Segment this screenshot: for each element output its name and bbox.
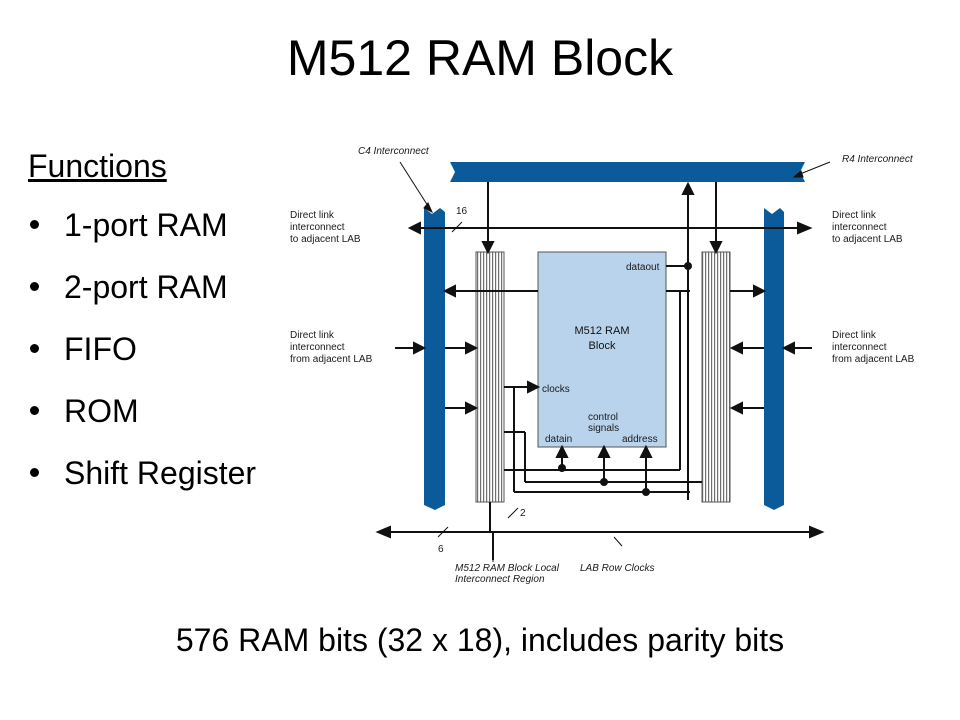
bullet-icon — [30, 406, 39, 415]
port-control-2: signals — [588, 423, 619, 434]
direct-to-left-line1: Direct link — [290, 210, 335, 221]
local-region-label-2: Interconnect Region — [455, 574, 545, 585]
capacity-caption: 576 RAM bits (32 x 18), includes parity … — [175, 622, 785, 658]
r4-interconnect-bus — [450, 162, 805, 182]
direct-to-right-line2: interconnect — [832, 222, 887, 233]
local-to-c4-left — [442, 284, 538, 415]
bullet-icon — [30, 282, 39, 291]
function-label: 2-port RAM — [64, 269, 228, 305]
local-interconnect-left — [475, 251, 505, 503]
function-item: ROM — [28, 391, 256, 431]
local-region-label-1: M512 RAM Block Local — [455, 563, 560, 574]
direct-from-right-line2: interconnect — [832, 342, 887, 353]
clock-wires — [504, 291, 702, 493]
function-label: Shift Register — [64, 455, 257, 491]
direct-to-left-line2: interconnect — [290, 222, 345, 233]
callout-leaders — [399, 161, 831, 562]
c4-interconnect-label: C4 Interconnect — [358, 146, 430, 157]
direct-to-right-line3: to adjacent LAB — [832, 234, 903, 245]
bus-width-6: 6 — [438, 544, 444, 555]
bullet-icon — [30, 220, 39, 229]
direct-from-left-line1: Direct link — [290, 330, 335, 341]
port-control-1: control — [588, 412, 618, 423]
bus-width-16: 16 — [456, 206, 468, 217]
direct-from-right-line3: from adjacent LAB — [832, 354, 915, 365]
local-to-c4-right — [729, 284, 767, 415]
port-datain: datain — [545, 434, 572, 445]
lab-row-clocks-label: LAB Row Clocks — [580, 563, 654, 574]
m512-ram-block — [537, 251, 667, 448]
c4-right-column — [764, 208, 784, 510]
from-adjacent-lab-arrows — [395, 341, 812, 355]
function-label: FIFO — [64, 331, 137, 367]
functions-heading: Functions — [28, 148, 167, 184]
direct-from-right-line1: Direct link — [832, 330, 877, 341]
direct-to-right-line1: Direct link — [832, 210, 877, 221]
direct-from-left-line2: interconnect — [290, 342, 345, 353]
c4-left-column — [424, 208, 445, 510]
local-interconnect-right — [701, 251, 731, 503]
block-label-line1: M512 RAM — [574, 325, 629, 337]
port-dataout: dataout — [626, 262, 660, 273]
direct-link-out-row — [407, 221, 813, 235]
dataout-wires — [666, 262, 692, 292]
r4-interconnect-label: R4 Interconnect — [842, 154, 914, 165]
r4-feed-arrows — [481, 181, 723, 500]
function-item: 1-port RAM — [28, 205, 256, 245]
function-label: ROM — [64, 393, 139, 429]
function-label: 1-port RAM — [64, 207, 228, 243]
port-clocks: clocks — [542, 384, 570, 395]
direct-to-left-line3: to adjacent LAB — [290, 234, 361, 245]
block-input-wires — [555, 444, 653, 496]
functions-list: 1-port RAM 2-port RAM FIFO ROM Shift Reg… — [28, 205, 256, 515]
block-label-line2: Block — [589, 340, 616, 352]
bullet-icon — [30, 344, 39, 353]
slide-title: M512 RAM Block — [286, 30, 674, 86]
port-address: address — [622, 434, 658, 445]
function-item: Shift Register — [28, 453, 256, 493]
bus-width-2: 2 — [520, 508, 526, 519]
function-item: FIFO — [28, 329, 256, 369]
function-item: 2-port RAM — [28, 267, 256, 307]
bus-width-slashes — [437, 221, 519, 538]
m512-diagram: M512 RAM Block dataout clocks control si… — [290, 146, 915, 585]
direct-from-left-line3: from adjacent LAB — [290, 354, 373, 365]
bullet-icon — [30, 468, 39, 477]
